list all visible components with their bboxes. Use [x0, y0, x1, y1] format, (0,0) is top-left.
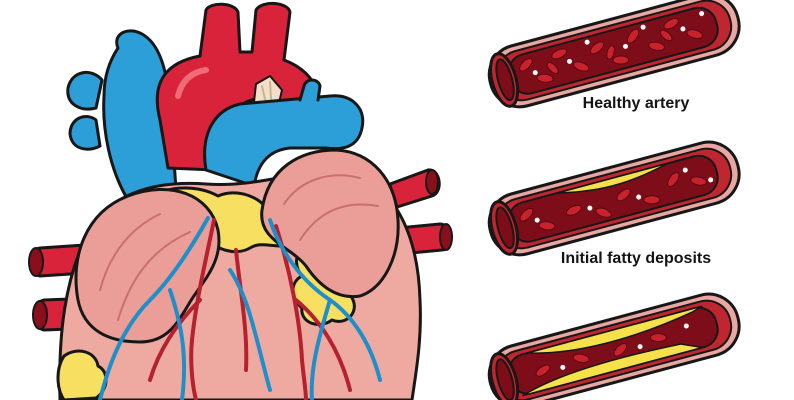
- white-cells: [534, 167, 714, 223]
- pulmonary-artery-branch: [298, 78, 322, 102]
- white-cells: [532, 11, 705, 76]
- label-healthy-artery: Healthy artery: [583, 95, 690, 112]
- fatty-artery: [487, 140, 741, 257]
- coronary-arteries: [148, 218, 352, 400]
- white-cells: [560, 323, 689, 370]
- blood-cells: [535, 333, 667, 377]
- plaque-artery: [487, 292, 741, 400]
- aorta-highlight: [175, 67, 209, 99]
- right-atrium: [74, 188, 221, 344]
- left-atrium: [260, 148, 400, 299]
- plaque-deposit: [527, 305, 703, 354]
- pulmonary-vein: [68, 115, 102, 151]
- blood-cells: [519, 172, 707, 231]
- plaque-deposit: [522, 343, 704, 397]
- coronary-veins: [98, 216, 382, 400]
- pulmonary-vein: [66, 71, 104, 111]
- plaque-deposit: [556, 162, 670, 194]
- heart-illustration: [28, 2, 453, 400]
- healthy-artery: [487, 0, 741, 109]
- pulmonary-artery: [203, 94, 365, 188]
- blood-cells: [519, 17, 703, 83]
- label-initial-fatty-deposits: Initial fatty deposits: [561, 250, 711, 267]
